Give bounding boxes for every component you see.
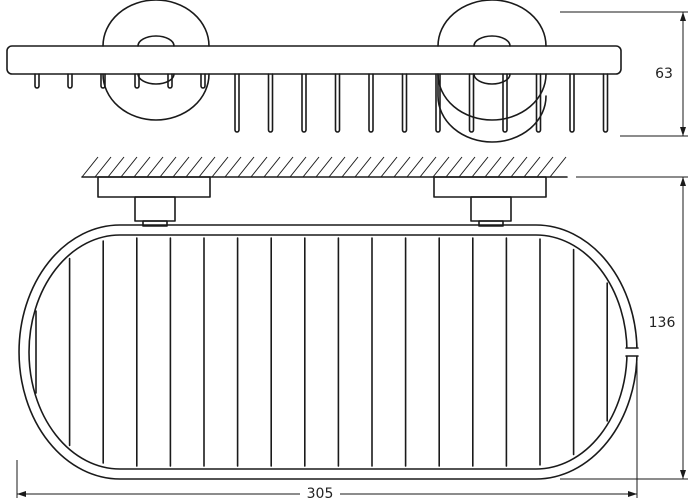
side-wire-long xyxy=(334,73,341,133)
hatch-line xyxy=(328,156,346,178)
side-wire-long xyxy=(435,73,441,133)
dim-depth-136: 136 xyxy=(560,176,688,480)
hatch-line xyxy=(484,156,502,178)
hatch-line xyxy=(471,156,489,178)
side-wire-long xyxy=(602,73,609,133)
hatch-line xyxy=(341,156,359,178)
hatch-line xyxy=(211,156,229,178)
dim-label-width: 305 xyxy=(307,486,334,502)
side-wire-long xyxy=(234,73,240,133)
dim-height-63: 63 xyxy=(560,11,688,137)
hatch-line xyxy=(419,156,437,178)
dim-label-depth: 136 xyxy=(649,315,676,331)
hatch-line xyxy=(81,156,99,178)
dim-label-height: 63 xyxy=(655,66,673,82)
hatch-line xyxy=(237,156,255,178)
hatch-line xyxy=(289,156,307,178)
hatch-line xyxy=(133,156,151,178)
dim-width-305: 305 xyxy=(16,362,638,502)
hatch-line xyxy=(172,156,190,178)
hatch-line xyxy=(458,156,476,178)
hatch-line xyxy=(185,156,203,178)
side-wire-short xyxy=(167,73,173,89)
side-wire-long xyxy=(502,73,508,133)
basket-inner-rail xyxy=(28,234,628,470)
hatch-line xyxy=(224,156,242,178)
side-wire-short xyxy=(34,73,40,89)
side-wire-long xyxy=(569,73,575,133)
hatch-line xyxy=(276,156,294,178)
hatch-line xyxy=(380,156,398,178)
top-mount-left xyxy=(97,176,211,227)
hatch-line xyxy=(107,156,125,178)
hatch-line xyxy=(250,156,268,178)
hatch-line xyxy=(445,156,463,178)
hatch-line xyxy=(536,156,554,178)
side-wire-short xyxy=(67,73,73,89)
hatch-line xyxy=(523,156,541,178)
side-mount-right xyxy=(437,0,547,143)
side-wires xyxy=(34,73,609,133)
hatch-line xyxy=(146,156,164,178)
top-view xyxy=(18,156,640,480)
hatch-line xyxy=(497,156,515,178)
basket-gap xyxy=(624,348,640,356)
hatch-line xyxy=(315,156,333,178)
side-wire-long xyxy=(267,73,274,133)
hatch-line xyxy=(432,156,450,178)
hatch-line xyxy=(263,156,281,178)
side-view xyxy=(6,0,622,143)
hatch-line xyxy=(120,156,138,178)
top-wires xyxy=(35,237,609,467)
hatch-line xyxy=(406,156,424,178)
hatch-line xyxy=(393,156,411,178)
basket-outer-rail xyxy=(18,224,638,480)
side-wire-long xyxy=(535,73,542,133)
side-wire-short xyxy=(100,73,106,89)
side-wire-short xyxy=(200,73,206,89)
wall-hatching xyxy=(81,156,567,178)
hatch-line xyxy=(198,156,216,178)
hatch-line xyxy=(94,156,112,178)
hatch-line xyxy=(302,156,320,178)
hatch-line xyxy=(510,156,528,178)
side-wire-long xyxy=(368,73,374,133)
top-mount-right xyxy=(433,176,547,227)
hatch-line xyxy=(159,156,177,178)
side-mount-left xyxy=(102,0,210,121)
hatch-line xyxy=(549,156,567,178)
hatch-line xyxy=(354,156,372,178)
shelf-rim xyxy=(6,45,622,75)
side-wire-long xyxy=(468,73,475,133)
side-wire-long xyxy=(301,73,307,133)
side-wire-long xyxy=(401,73,408,133)
hatch-line xyxy=(367,156,385,178)
side-wire-short xyxy=(134,73,140,89)
